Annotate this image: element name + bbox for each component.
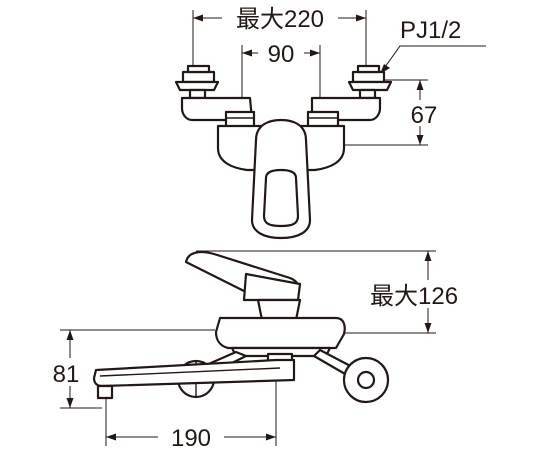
label-thread-size: PJ1/2 bbox=[400, 17, 461, 44]
top-view: 最大220 90 PJ1/2 67 bbox=[174, 2, 486, 240]
side-view: 最大126 81 190 bbox=[40, 250, 486, 450]
label-spout-height: 81 bbox=[53, 361, 80, 388]
dimension-max-width: 最大220 bbox=[192, 2, 367, 70]
dimension-pipe-height: 67 bbox=[345, 79, 444, 146]
dimension-spout-reach: 190 bbox=[105, 360, 277, 450]
faucet-body-top-view bbox=[216, 118, 346, 240]
lever-handle-side bbox=[184, 251, 302, 322]
left-eccentric-fitting bbox=[174, 64, 256, 132]
dimension-thread-size: PJ1/2 bbox=[379, 17, 486, 75]
label-pipe-height: 67 bbox=[411, 102, 438, 129]
dimension-max-height: 最大126 bbox=[196, 250, 486, 334]
label-max-height: 最大126 bbox=[370, 283, 458, 310]
label-max-width: 最大220 bbox=[236, 6, 324, 33]
dimension-center-spacing: 90 bbox=[241, 38, 321, 100]
spout-side bbox=[92, 358, 296, 400]
label-center-spacing: 90 bbox=[268, 41, 295, 68]
label-spout-reach: 190 bbox=[171, 425, 211, 450]
dimension-spout-height: 81 bbox=[40, 329, 215, 409]
